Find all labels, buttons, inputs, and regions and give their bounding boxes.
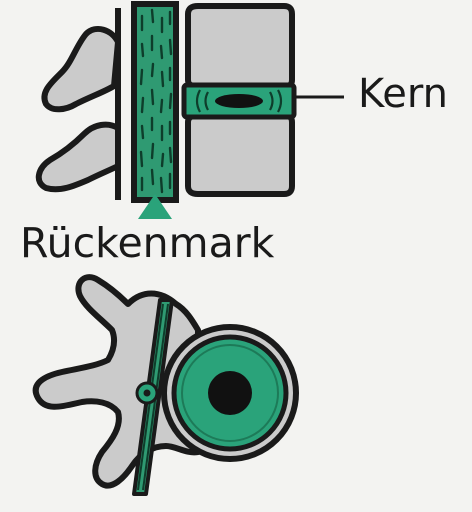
label-rueckenmark: Rückenmark <box>20 223 274 264</box>
disc-nucleus-side <box>215 94 263 108</box>
label-kern: Kern <box>358 74 448 114</box>
vertebra-top-view <box>36 277 296 494</box>
disc-nucleus-top <box>208 371 252 415</box>
vertebral-body-upper <box>188 6 292 86</box>
vertebral-body-lower <box>188 116 292 194</box>
spinal-cord-center <box>144 390 151 397</box>
spine-side-view <box>39 4 344 219</box>
